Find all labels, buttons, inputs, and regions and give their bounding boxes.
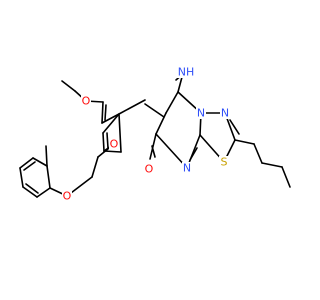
bond xyxy=(46,165,51,189)
ring-nitrogen-right: N xyxy=(220,107,230,120)
double-bond-offset xyxy=(25,183,39,194)
carbonyl-oxygen-label: O xyxy=(145,163,154,176)
bonds-layer xyxy=(19,72,291,198)
phenoxy-oxygen-label: O xyxy=(63,190,72,203)
bond xyxy=(32,157,48,167)
ring-nitrogen-top-label: N xyxy=(197,107,205,120)
bond xyxy=(19,157,34,169)
ring-nitrogen-bottom-label: N xyxy=(183,162,191,175)
ring-nitrogen-top: N xyxy=(196,107,206,120)
bond xyxy=(103,150,122,153)
double-bond-offset xyxy=(229,119,240,135)
phenoxy-oxygen: O xyxy=(62,190,72,203)
carbonyl-oxygen: O xyxy=(144,163,154,176)
double-bond-offset xyxy=(104,104,107,121)
double-bond-offset xyxy=(189,147,198,161)
bond xyxy=(101,101,104,124)
ethoxy-oxygen-label: O xyxy=(82,95,91,108)
bond xyxy=(165,91,179,114)
ethoxy-oxygen: O xyxy=(81,95,91,108)
imine-nh-label: NH xyxy=(178,66,195,79)
sulfur-label: S xyxy=(221,156,228,169)
sulfur-atom: S xyxy=(219,156,229,169)
bond xyxy=(19,167,24,188)
bond xyxy=(102,113,120,134)
ring-nitrogen-bottom: N xyxy=(182,162,192,175)
double-bond xyxy=(177,76,183,93)
bond xyxy=(101,113,120,124)
bond xyxy=(234,139,255,145)
bond xyxy=(281,166,291,188)
bond xyxy=(155,133,188,169)
bond xyxy=(91,156,99,178)
bond xyxy=(45,145,48,167)
bond xyxy=(253,143,263,164)
molecule-structure: O O O O NH N N xyxy=(19,66,291,203)
aryl-ether-oxygen: O xyxy=(109,138,119,151)
imine-nh: NH xyxy=(177,66,195,79)
bond xyxy=(118,99,146,115)
bond xyxy=(22,186,38,198)
atom-labels-layer: O O O O NH N N xyxy=(62,66,230,203)
double-bond-offset xyxy=(23,161,36,171)
bond xyxy=(61,80,76,92)
bond xyxy=(261,162,283,168)
aryl-ether-oxygen-label: O xyxy=(110,138,119,151)
double-bond-offset xyxy=(106,132,109,149)
bond xyxy=(36,187,51,198)
bond xyxy=(155,112,167,135)
double-bond xyxy=(149,133,157,160)
double-bond-offset xyxy=(151,145,156,158)
bond xyxy=(118,113,122,153)
ring-nitrogen-right-label: N xyxy=(221,107,229,120)
bond xyxy=(102,132,105,152)
double-bond-offset xyxy=(144,103,165,118)
